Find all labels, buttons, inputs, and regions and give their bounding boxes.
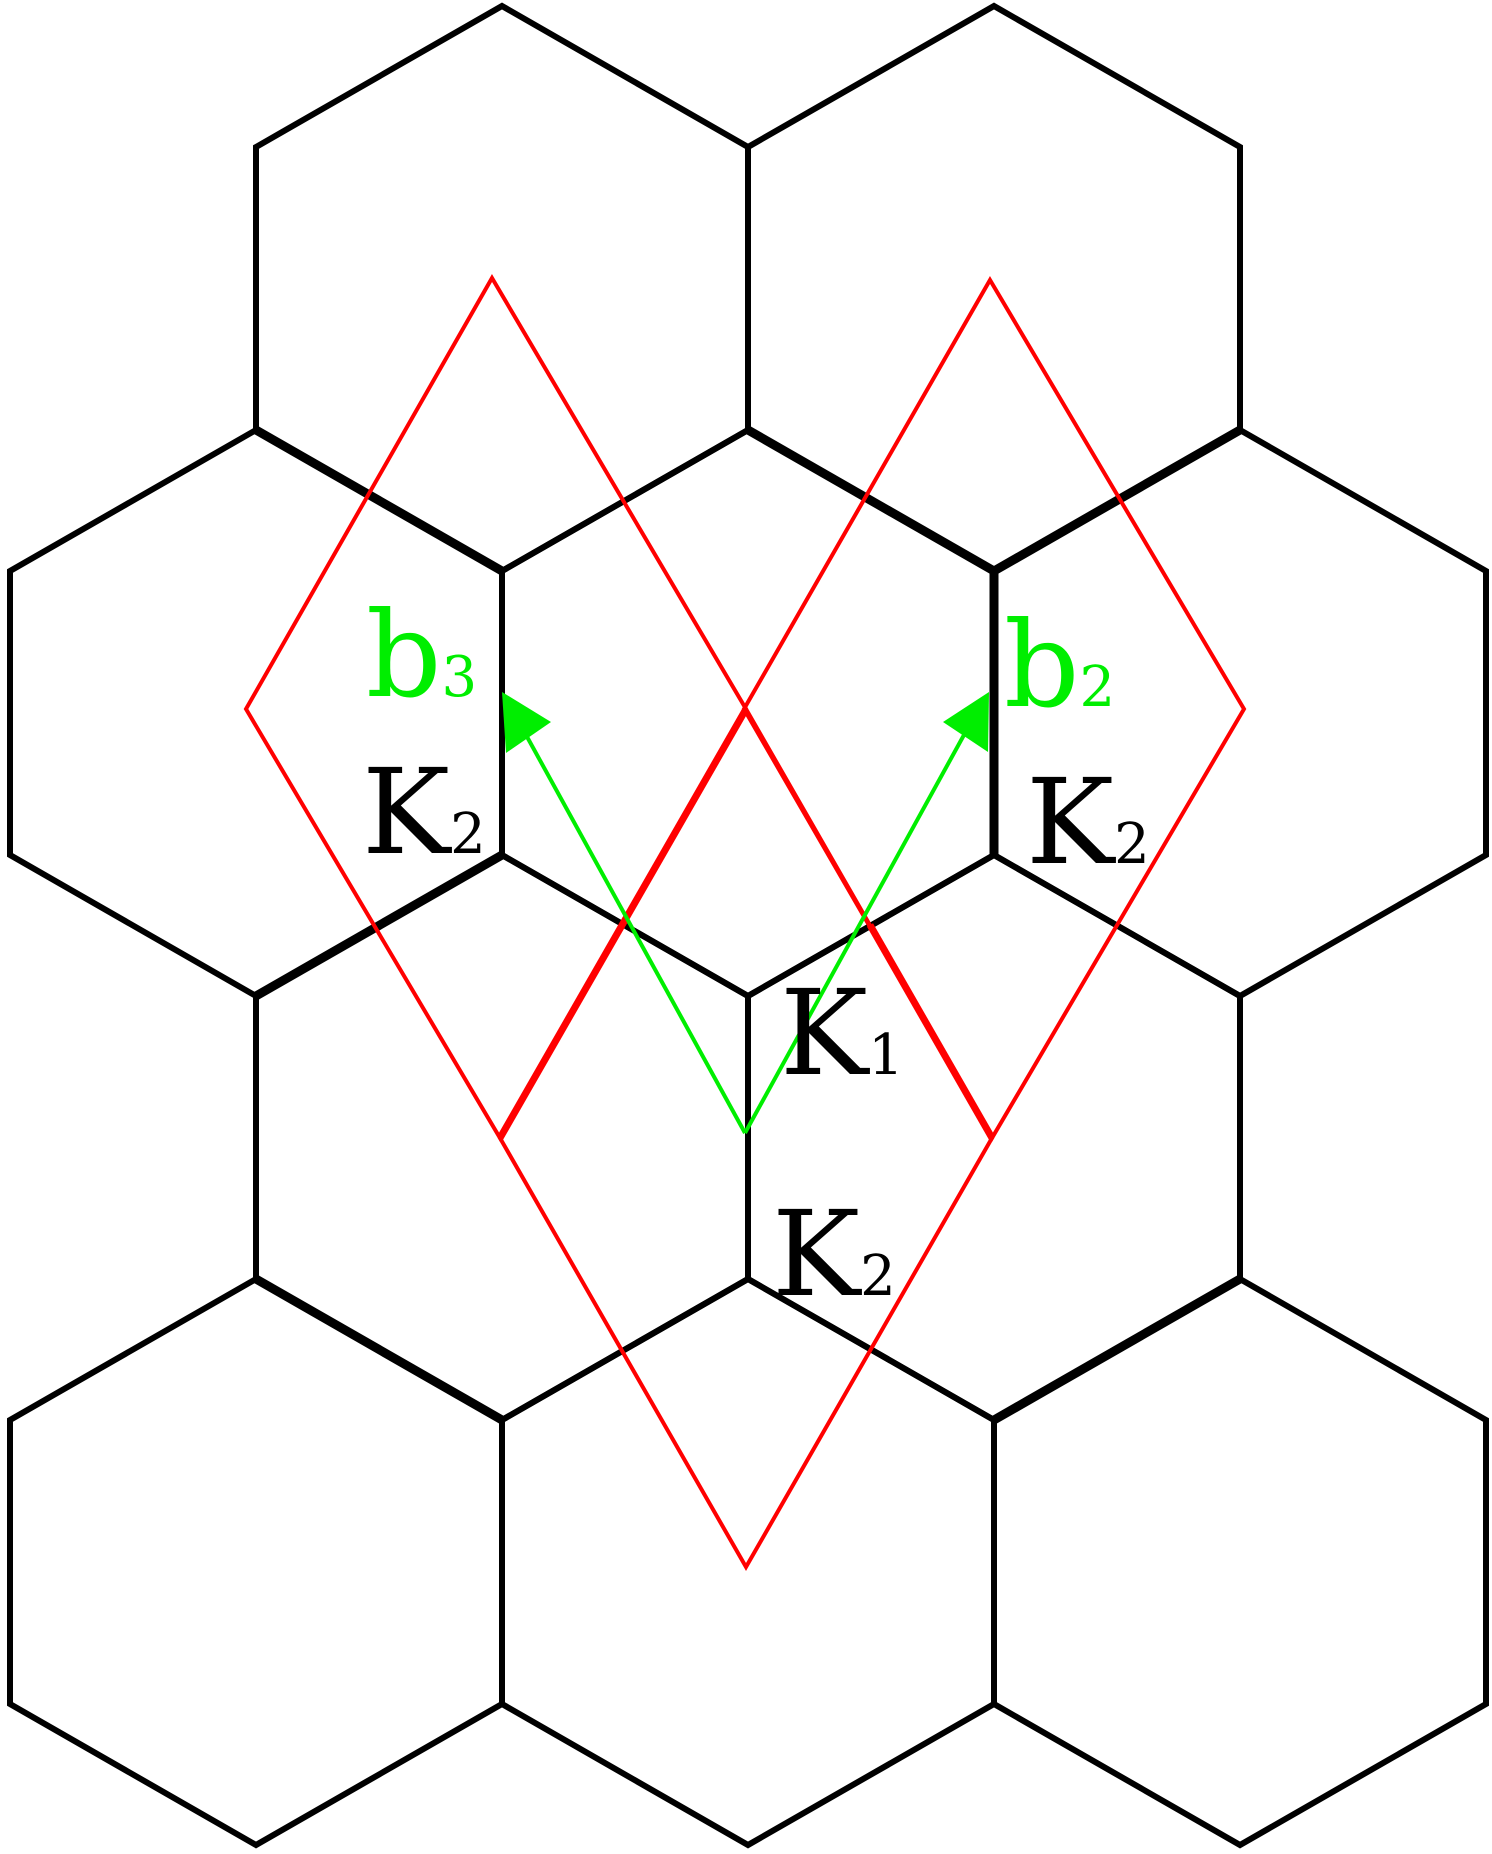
hexagon <box>991 1275 1489 1849</box>
label-b2: b2 <box>1004 596 1115 734</box>
label-k2-right: K2 <box>1026 753 1150 891</box>
k-point-labels: K2 K2 K1 K2 <box>362 743 1150 1323</box>
emphasized-edges <box>253 426 1243 1424</box>
brillouin-zones <box>243 274 1247 1572</box>
label-b3: b3 <box>366 586 477 724</box>
arrowhead-b2-icon <box>943 692 989 752</box>
left-rhombus <box>243 274 749 1142</box>
hexagon <box>7 1275 505 1849</box>
reciprocal-vectors <box>502 692 989 1134</box>
hexagon-lattice <box>7 2 1489 1849</box>
emphasized-zone-edges <box>496 707 996 1140</box>
label-k2-bottom: K2 <box>772 1185 896 1323</box>
vector-b3 <box>518 723 747 1134</box>
label-k2-left: K2 <box>362 743 486 881</box>
vector-b2 <box>743 723 972 1134</box>
hexagon <box>253 2 751 575</box>
vector-labels: b3 b2 <box>366 586 1115 734</box>
arrowhead-b3-icon <box>502 692 551 753</box>
label-k1: K1 <box>780 964 904 1102</box>
